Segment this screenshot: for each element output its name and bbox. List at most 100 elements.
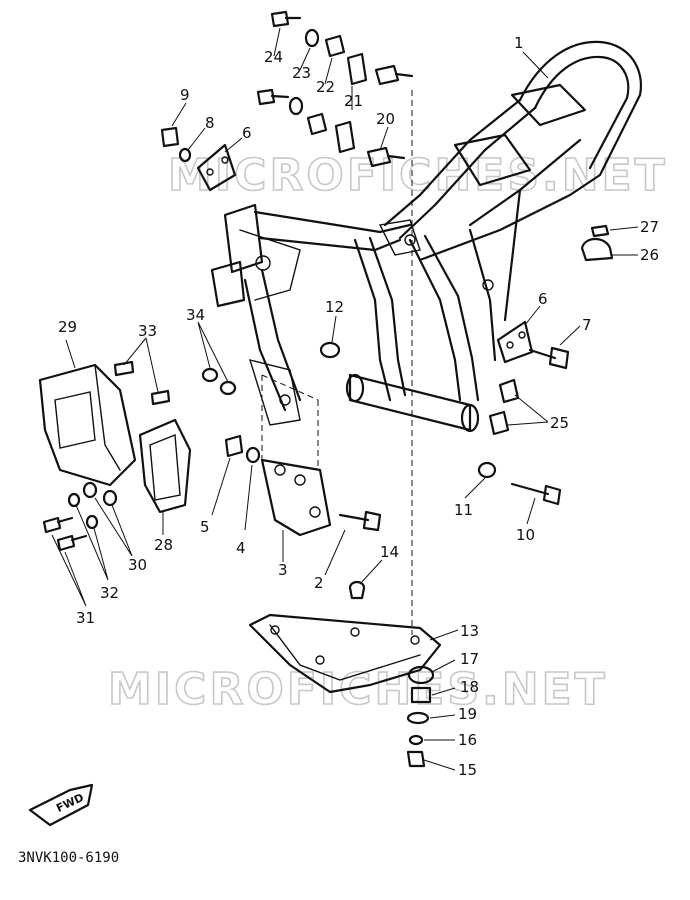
callout-number: 21	[344, 92, 363, 110]
callout-9: 9	[171, 86, 190, 127]
callout-labels: 1 2 3 4 5 6 6 7 8 9 10 11 12 13 14 15 16…	[51, 27, 659, 779]
collar-30	[82, 481, 118, 507]
callout-7: 7	[559, 316, 592, 346]
damper-25	[488, 378, 520, 436]
bolt-10	[510, 482, 562, 506]
callout-number: 7	[582, 316, 592, 334]
callout-number: 20	[376, 110, 395, 128]
callout-number: 28	[154, 536, 173, 554]
plate-6	[196, 143, 534, 364]
damper-33	[113, 360, 171, 406]
bolt-7	[528, 346, 570, 370]
callout-number: 30	[128, 556, 147, 574]
callout-21: 21	[344, 86, 363, 110]
mount-stack	[406, 90, 435, 768]
callout-number: 11	[454, 501, 473, 519]
callout-number: 6	[538, 290, 548, 308]
callout-number: 4	[236, 539, 246, 557]
callout-32: 32	[75, 504, 119, 602]
bolt-24	[256, 10, 302, 106]
nut-9	[160, 126, 180, 148]
callout-20: 20	[376, 110, 395, 151]
callout-number: 24	[264, 48, 283, 66]
callout-6b: 6	[524, 290, 548, 326]
callout-28: 28	[154, 510, 173, 554]
callout-1: 1	[514, 34, 549, 79]
washer-4	[245, 446, 261, 464]
callout-number: 3	[278, 561, 288, 579]
skid-plate-13	[248, 613, 442, 694]
callout-17: 17	[431, 650, 479, 673]
callout-number: 12	[325, 298, 344, 316]
collar-22	[306, 34, 346, 136]
clamp-26	[580, 237, 614, 262]
callout-number: 32	[100, 584, 119, 602]
damper-21	[334, 52, 368, 154]
washer-8	[178, 147, 192, 163]
callout-number: 16	[458, 731, 477, 749]
callout-26: 26	[612, 246, 659, 264]
callout-number: 15	[458, 761, 477, 779]
callout-number: 8	[205, 114, 215, 132]
callout-number: 22	[316, 78, 335, 96]
engine-bracket-3	[260, 374, 332, 537]
diagram-code: 3NVK100-6190	[18, 850, 119, 866]
callout-34: 34	[186, 306, 229, 383]
callout-31: 31	[51, 534, 95, 627]
callout-4: 4	[236, 464, 253, 557]
callout-27: 27	[609, 218, 659, 236]
callout-13: 13	[429, 622, 479, 641]
callout-19: 19	[429, 705, 477, 723]
nut-5	[224, 434, 244, 458]
callout-24: 24	[264, 27, 283, 66]
callout-number: 29	[58, 318, 77, 336]
fwd-arrow: FWD	[28, 783, 94, 827]
callout-number: 27	[640, 218, 659, 236]
washer-32	[67, 492, 99, 530]
washer-23	[288, 28, 320, 116]
callout-number: 25	[550, 414, 569, 432]
callout-16: 16	[424, 731, 477, 749]
side-cover-28	[138, 418, 192, 514]
watermark-bottom: MICROFICHES.NET	[108, 664, 608, 715]
callout-29: 29	[58, 318, 77, 369]
callout-15: 15	[423, 759, 477, 779]
collar-11	[477, 461, 497, 479]
callout-18: 18	[431, 678, 479, 696]
callout-number: 23	[292, 64, 311, 82]
callout-8: 8	[187, 114, 215, 151]
callout-25: 25	[507, 394, 569, 432]
callout-number: 2	[314, 574, 324, 592]
callout-number: 6	[242, 124, 252, 142]
grommet-34	[201, 367, 237, 396]
callout-number: 9	[180, 86, 190, 104]
callout-number: 17	[460, 650, 479, 668]
main-frame	[210, 40, 643, 433]
callout-number: 13	[460, 622, 479, 640]
callout-number: 26	[640, 246, 659, 264]
bolt-2	[338, 510, 382, 532]
callout-number: 1	[514, 34, 524, 52]
callout-10: 10	[516, 497, 536, 544]
callout-33: 33	[123, 322, 159, 393]
callout-11: 11	[454, 477, 486, 519]
screw-31	[42, 516, 88, 552]
collar-12	[319, 341, 341, 359]
callout-number: 10	[516, 526, 535, 544]
callout-number: 31	[76, 609, 95, 627]
callout-number: 33	[138, 322, 157, 340]
callout-number: 19	[458, 705, 477, 723]
callout-14: 14	[359, 543, 399, 585]
screw-27	[590, 224, 610, 238]
callout-30: 30	[94, 497, 147, 574]
callout-number: 34	[186, 306, 205, 324]
callout-6a: 6	[224, 124, 252, 153]
callout-number: 14	[380, 543, 399, 561]
watermark-top: MICROFICHES.NET	[168, 150, 668, 201]
side-cover-29	[38, 363, 137, 487]
grommet-14	[348, 580, 366, 600]
callout-22: 22	[316, 57, 335, 96]
callout-23: 23	[292, 47, 311, 82]
